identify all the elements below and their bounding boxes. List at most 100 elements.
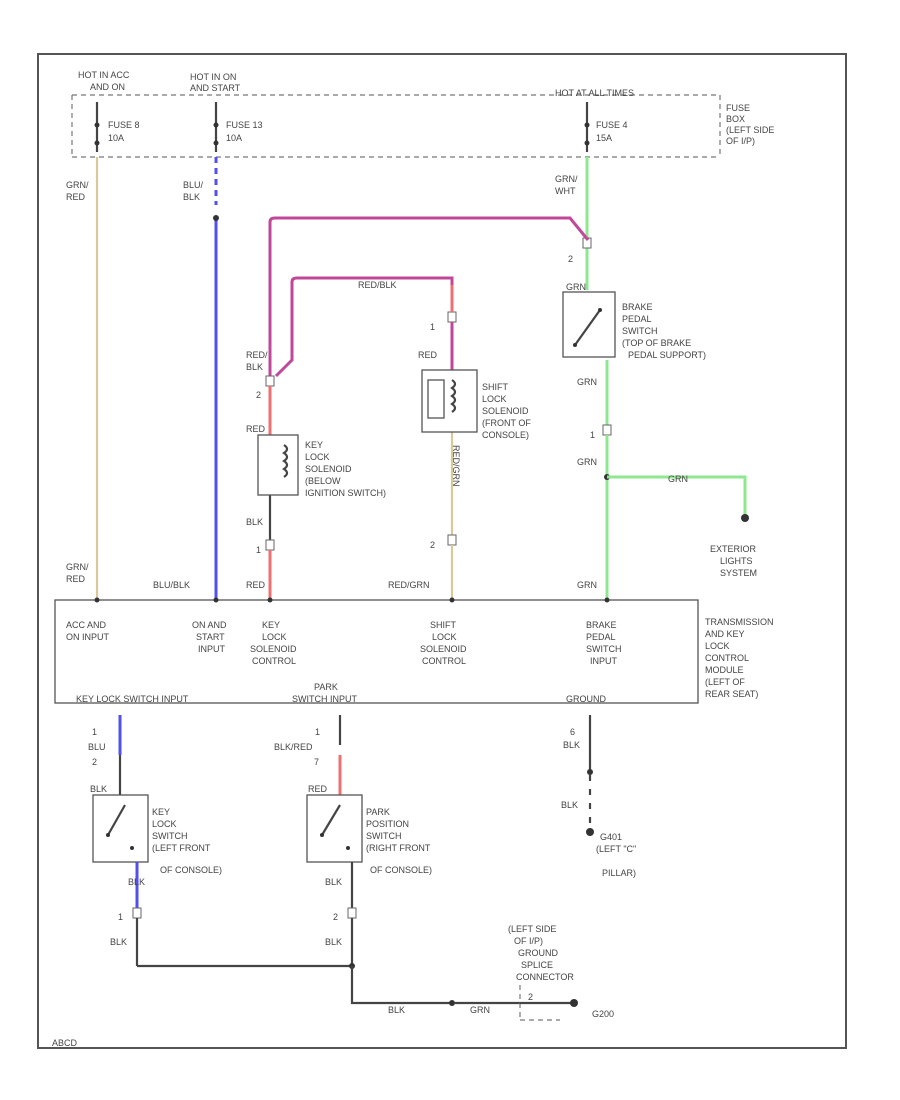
fuse-13-rating: 10A — [226, 133, 242, 143]
svg-text:BLK: BLK — [110, 937, 127, 947]
svg-text:BLU: BLU — [88, 742, 106, 752]
fuse-13-label: FUSE 13 — [226, 120, 263, 130]
svg-text:6: 6 — [570, 727, 575, 737]
svg-text:PEDAL SUPPORT): PEDAL SUPPORT) — [628, 350, 706, 360]
svg-text:GRN: GRN — [577, 377, 597, 387]
svg-text:1: 1 — [118, 912, 123, 922]
svg-text:EXTERIOR: EXTERIOR — [710, 544, 757, 554]
wire-red-blk-top — [268, 216, 590, 380]
svg-text:G200: G200 — [592, 1009, 614, 1019]
svg-text:ON AND: ON AND — [192, 620, 227, 630]
svg-text:PARK: PARK — [314, 682, 338, 692]
shift-lock-solenoid: RED SHIFT LOCK SOLENOID (FRONT OF CONSOL… — [418, 350, 531, 440]
svg-text:KEY: KEY — [262, 620, 280, 630]
exterior-lights-system: EXTERIOR LIGHTS SYSTEM — [710, 544, 757, 578]
svg-text:BLU/: BLU/ — [183, 180, 204, 190]
svg-text:INPUT: INPUT — [590, 656, 618, 666]
svg-text:CONNECTOR: CONNECTOR — [516, 972, 574, 982]
svg-text:RED: RED — [66, 574, 86, 584]
svg-text:2: 2 — [430, 540, 435, 550]
svg-text:LOCK: LOCK — [432, 632, 457, 642]
svg-text:(LEFT OF: (LEFT OF — [705, 677, 745, 687]
svg-text:SYSTEM: SYSTEM — [720, 568, 757, 578]
svg-text:GRN: GRN — [566, 282, 586, 292]
fuse-box: HOT IN ACC AND ON HOT IN ON AND START HO… — [71, 70, 774, 158]
fuse-8-label: FUSE 8 — [108, 120, 140, 130]
svg-text:LOCK: LOCK — [152, 819, 177, 829]
svg-text:1: 1 — [430, 322, 435, 332]
svg-text:GRN: GRN — [577, 457, 597, 467]
svg-text:(FRONT OF: (FRONT OF — [482, 418, 531, 428]
hot-acc-label: HOT IN ACC — [78, 70, 130, 80]
svg-text:POSITION: POSITION — [366, 819, 409, 829]
fuse-8-rating: 10A — [108, 133, 124, 143]
svg-text:LOCK: LOCK — [705, 641, 730, 651]
hot-all-label: HOT AT ALL TIMES — [555, 88, 634, 98]
svg-text:REAR SEAT): REAR SEAT) — [705, 689, 758, 699]
svg-text:SOLENOID: SOLENOID — [420, 644, 467, 654]
svg-text:LOCK: LOCK — [262, 632, 287, 642]
park-position-switch: PARK POSITION SWITCH (RIGHT FRONT OF CON… — [306, 794, 432, 966]
svg-text:2: 2 — [92, 757, 97, 767]
svg-text:BLU/BLK: BLU/BLK — [153, 580, 190, 590]
svg-text:SWITCH: SWITCH — [586, 644, 622, 654]
svg-text:GRN/: GRN/ — [66, 180, 89, 190]
svg-text:BLK: BLK — [563, 740, 580, 750]
svg-text:GROUND: GROUND — [518, 948, 558, 958]
svg-text:7: 7 — [314, 757, 319, 767]
svg-text:INPUT: INPUT — [198, 644, 226, 654]
hot-on-label: HOT IN ON — [190, 72, 236, 82]
svg-text:WHT: WHT — [555, 186, 576, 196]
svg-text:RED: RED — [66, 192, 86, 202]
svg-text:RED/GRN: RED/GRN — [451, 445, 461, 487]
diagram-id: ABCD — [52, 1038, 78, 1048]
svg-text:GRN: GRN — [668, 474, 688, 484]
fuse-box-location-2: BOX — [726, 114, 745, 124]
svg-text:PARK: PARK — [366, 807, 390, 817]
hot-on-label-2: AND START — [190, 83, 241, 93]
fuse-symbols — [94, 102, 590, 152]
svg-text:LIGHTS: LIGHTS — [720, 556, 753, 566]
svg-text:SOLENOID: SOLENOID — [305, 464, 352, 474]
svg-text:OF I/P): OF I/P) — [514, 936, 543, 946]
svg-text:OF CONSOLE): OF CONSOLE) — [370, 865, 432, 875]
svg-text:OF CONSOLE): OF CONSOLE) — [160, 865, 222, 875]
svg-text:MODULE: MODULE — [705, 665, 744, 675]
wires: GRN/ RED BLU/ BLK GRN/ WHT 2 RED/BLK 1 R… — [66, 157, 749, 600]
svg-text:2: 2 — [333, 912, 338, 922]
svg-text:RED: RED — [308, 784, 328, 794]
svg-text:BRAKE: BRAKE — [586, 620, 617, 630]
svg-text:GRN: GRN — [470, 1005, 490, 1015]
svg-text:BLK: BLK — [246, 362, 263, 372]
svg-text:CONTROL: CONTROL — [252, 656, 296, 666]
svg-text:SWITCH: SWITCH — [152, 831, 188, 841]
svg-text:(BELOW: (BELOW — [305, 476, 341, 486]
ground-wiring: BLK GRN 2 (LEFT SIDE OF I/P) GROUND SPLI… — [137, 924, 614, 1021]
svg-text:GRN/: GRN/ — [555, 174, 578, 184]
svg-text:BLK: BLK — [325, 877, 342, 887]
fuse-box-location-4: OF I/P) — [726, 136, 755, 146]
svg-text:(LEFT FRONT: (LEFT FRONT — [152, 843, 211, 853]
svg-text:2: 2 — [568, 254, 573, 264]
svg-text:GRN/: GRN/ — [66, 562, 89, 572]
svg-text:KEY: KEY — [152, 807, 170, 817]
svg-text:G401: G401 — [600, 832, 622, 842]
diagram-frame — [37, 53, 847, 1049]
svg-text:(LEFT SIDE: (LEFT SIDE — [508, 924, 556, 934]
svg-text:TRANSMISSION: TRANSMISSION — [705, 617, 774, 627]
svg-text:CONTROL: CONTROL — [422, 656, 466, 666]
svg-text:2: 2 — [256, 390, 261, 400]
fuse-4-label: FUSE 4 — [596, 120, 628, 130]
hot-acc-label-2: AND ON — [90, 82, 125, 92]
svg-text:LOCK: LOCK — [305, 452, 330, 462]
svg-text:GRN: GRN — [577, 580, 597, 590]
svg-text:(LEFT "C": (LEFT "C" — [596, 844, 636, 854]
svg-text:1: 1 — [590, 430, 595, 440]
svg-text:RED: RED — [246, 580, 266, 590]
svg-text:ACC AND: ACC AND — [66, 620, 107, 630]
lower-wires: 1 BLU 2 BLK 1 BLK/RED 7 RED 6 BLK BLK G4… — [88, 715, 636, 878]
svg-text:SOLENOID: SOLENOID — [482, 406, 529, 416]
fuse-box-location: FUSE — [726, 103, 750, 113]
wire-red-blk-inner — [274, 276, 454, 378]
svg-text:AND KEY: AND KEY — [705, 629, 745, 639]
